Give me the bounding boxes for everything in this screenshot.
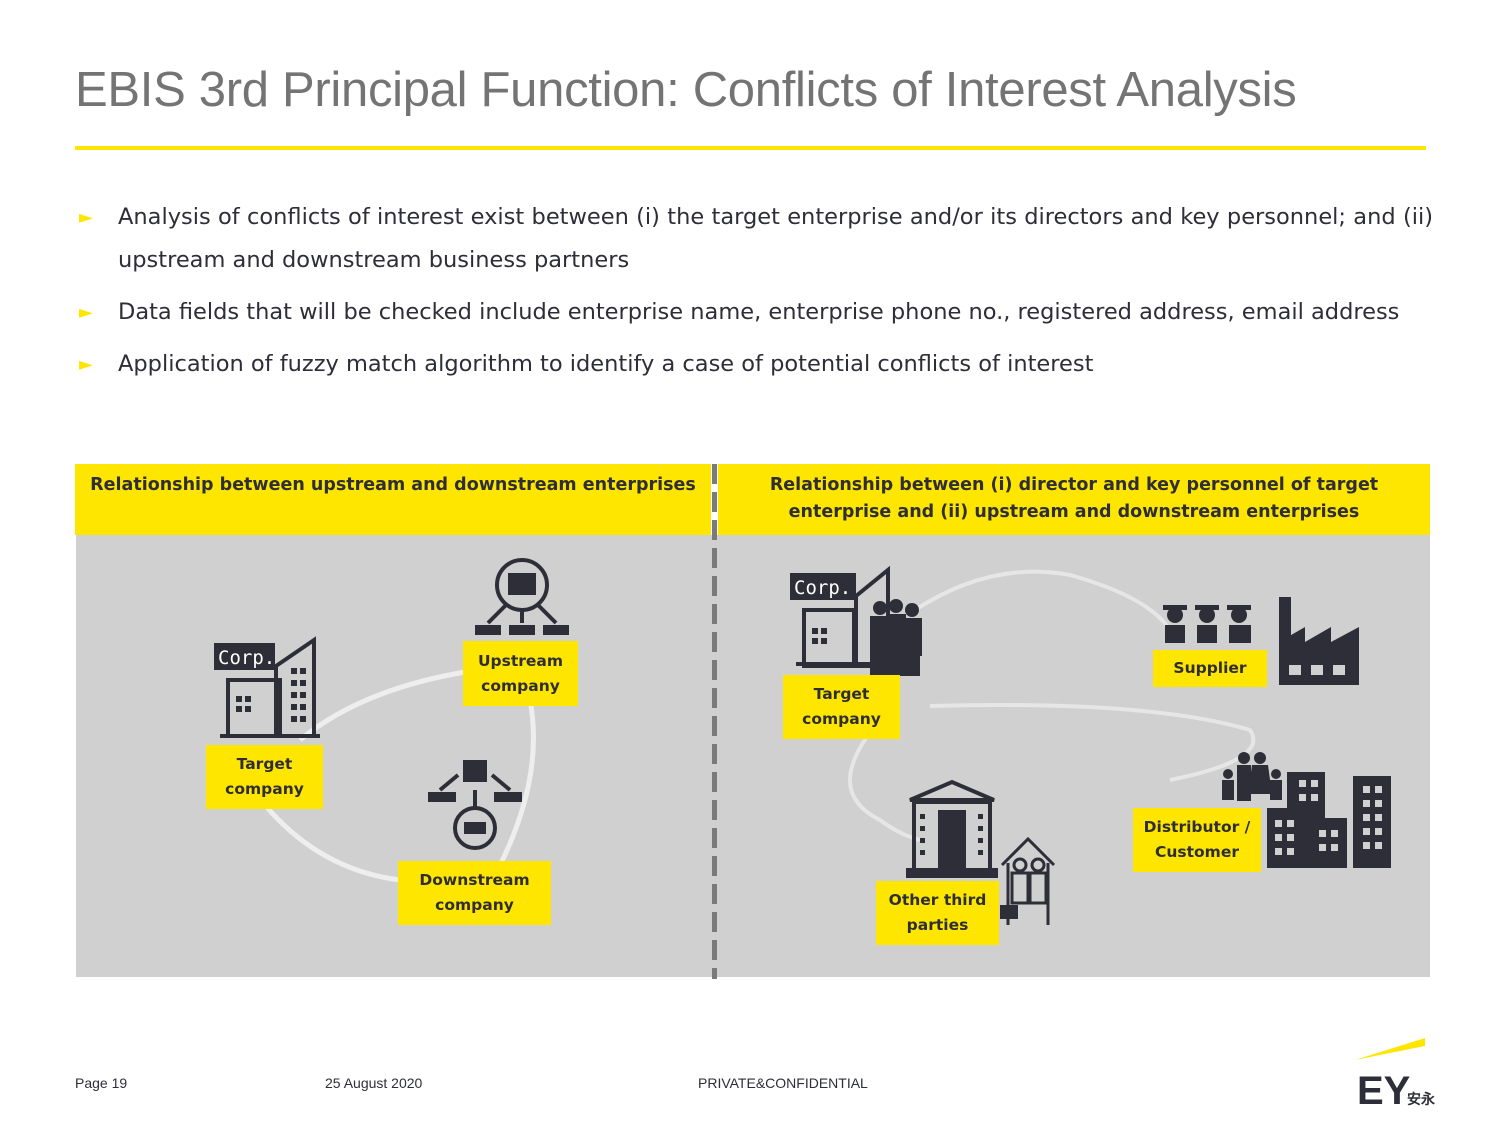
bullet-text: Application of fuzzy match algorithm to … [118,351,1094,377]
bullet-text: Analysis of conflicts of interest exist … [118,204,1433,273]
right-connector-lines [848,569,1256,842]
bullet-text: Data fields that will be checked include… [118,299,1400,325]
city-buildings-icon [1267,772,1391,868]
footer-confidential: PRIVATE&CONFIDENTIAL [698,1075,868,1091]
bank-building-icon [906,779,998,878]
bullet-item: ► Data fields that will be checked inclu… [75,291,1433,334]
tag-supplier: Supplier [1153,650,1267,687]
tag-line: Distributor / [1143,818,1251,836]
tag-line: company [435,896,514,914]
tag-line: Downstream [419,871,530,889]
tag-line: company [225,780,304,798]
right-header-line2: enterprise and (ii) upstream and downstr… [788,502,1360,522]
tag-line: Supplier [1173,659,1247,677]
tag-other-third-parties: Other third parties [876,881,999,945]
title-underline [75,146,1426,150]
people-group-icon [870,599,922,676]
bullet-arrow-icon: ► [79,207,93,228]
tag-line: company [481,676,560,695]
corp-sign-text: Corp. [794,577,851,599]
tag-target-company-left: Target company [206,745,323,809]
corp-sign-text: Corp. [218,647,275,669]
right-panel-header: Relationship between (i) director and ke… [718,472,1430,526]
tag-distributor-customer: Distributor / Customer [1133,808,1261,872]
workers-icon [1163,605,1251,643]
left-panel-header: Relationship between upstream and downst… [90,475,696,495]
upstream-org-icon [475,558,569,635]
tag-target-company-right: Target company [783,675,900,739]
ey-logo-cn: 安永 [1407,1091,1436,1108]
slide-title: EBIS 3rd Principal Function: Conflicts o… [75,63,1297,117]
bullet-item: ► Analysis of conflicts of interest exis… [75,196,1433,282]
bullet-arrow-icon: ► [79,354,93,375]
tag-line: Target [813,685,870,703]
panel-divider [712,464,717,979]
bullet-arrow-icon: ► [79,302,93,323]
corp-building-icon: Corp. [790,565,890,668]
bullet-item: ► Application of fuzzy match algorithm t… [75,343,1433,386]
right-panel-header-bg [718,464,1430,535]
tag-downstream-company: Downstream company [398,861,551,925]
ey-logo-text: EY [1357,1069,1411,1113]
bullet-list: ► Analysis of conflicts of interest exis… [75,196,1433,395]
ey-logo: EY 安永 [1355,1038,1436,1113]
tag-upstream-company: Upstream company [463,641,578,706]
tag-line: Customer [1154,843,1239,861]
right-header-line1: Relationship between (i) director and ke… [769,475,1379,495]
tag-line: Other third [888,891,987,909]
corp-building-icon: Corp. [214,636,320,738]
family-icon [1222,752,1282,801]
tag-line: parties [906,916,969,934]
tag-line: Target [236,755,293,773]
factory-icon [1279,597,1359,685]
footer-page-number: Page 19 [75,1075,128,1091]
tag-line: company [802,710,881,728]
downstream-org-icon [428,760,522,850]
footer-date: 25 August 2020 [325,1075,423,1091]
left-panel-header-bg [75,464,711,535]
tag-line: Upstream [477,651,564,670]
household-icon [1000,836,1056,925]
